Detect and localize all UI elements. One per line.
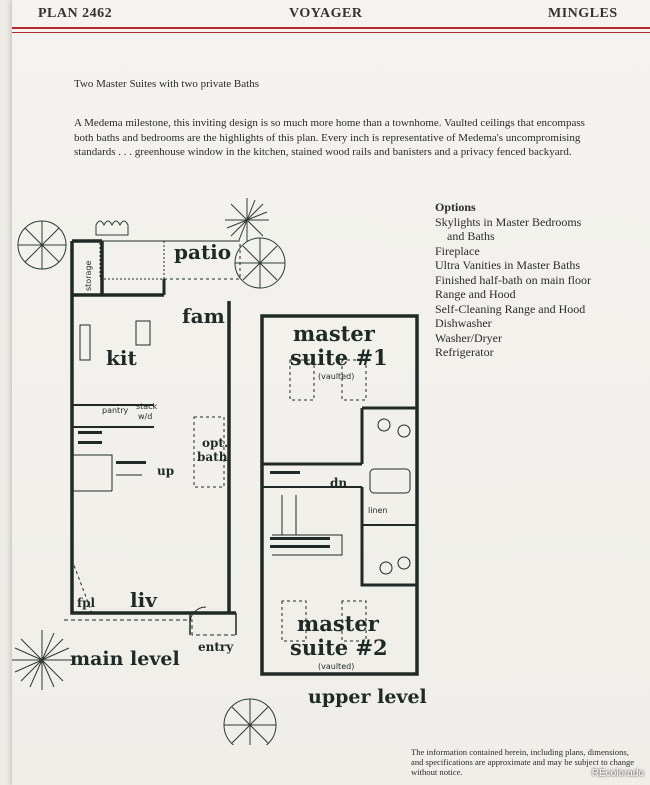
room-label-master-suite-2a: master <box>297 611 380 636</box>
plant-icon <box>12 630 72 690</box>
room-label-stack: stack <box>136 402 158 411</box>
room-label-bath: bath <box>197 450 228 464</box>
floor-plan: patio storage fam kit pantry stack w/d o… <box>12 198 427 745</box>
option-item: Finished half-bath on main floor <box>435 272 591 287</box>
brochure-page: PLAN 2462 VOYAGER MINGLES Two Master Sui… <box>12 0 650 785</box>
room-label-linen: linen <box>368 506 388 515</box>
level-label-main: main level <box>70 648 180 670</box>
option-item: Range and Hood <box>435 287 516 301</box>
room-label-pantry: pantry <box>102 406 128 415</box>
option-item: Ultra Vanities in Master Baths <box>435 258 581 272</box>
room-label-master-suite-1b: suite #1 <box>290 345 388 370</box>
description: A Medema milestone, this inviting design… <box>74 117 585 159</box>
options-heading: Options <box>435 200 476 214</box>
option-item: Refrigerator <box>435 345 494 359</box>
plant-icon <box>17 220 67 270</box>
model-name: VOYAGER <box>289 6 363 21</box>
options-list: Options Skylights in Master Bedrooms and… <box>435 200 591 360</box>
room-label-liv: liv <box>130 588 158 612</box>
watermark: REcolorado <box>591 768 644 779</box>
series-name: MINGLES <box>548 6 618 21</box>
stair-label-up: up <box>157 464 174 478</box>
room-label-wd: w/d <box>138 412 152 421</box>
subtitle: Two Master Suites with two private Baths <box>74 78 259 90</box>
room-label-entry: entry <box>198 640 234 654</box>
option-item: Skylights in Master Bedrooms <box>435 214 582 229</box>
plan-number: PLAN 2462 <box>38 6 113 21</box>
vaulted-note-2: (vaulted) <box>318 662 354 671</box>
room-label-fam: fam <box>182 304 225 328</box>
option-item: Washer/Dryer <box>435 330 503 345</box>
option-item: and Baths <box>447 229 495 243</box>
header-rule-top <box>12 27 650 29</box>
option-item: Fireplace <box>435 243 480 258</box>
shrub-icon <box>95 220 129 236</box>
vaulted-note-1: (vaulted) <box>318 372 354 381</box>
room-label-opt: opt. <box>202 436 228 450</box>
header-rule-bottom <box>12 32 650 33</box>
plant-icon <box>234 237 286 289</box>
stair-treads <box>78 431 330 548</box>
room-label-fpl: fpl <box>77 596 96 610</box>
room-label-storage: storage <box>84 261 93 291</box>
room-label-patio: patio <box>174 240 231 264</box>
option-item: Self-Cleaning Range and Hood <box>435 301 586 316</box>
room-label-kit: kit <box>106 346 137 370</box>
room-label-master-suite-1a: master <box>293 321 376 346</box>
level-label-upper: upper level <box>308 686 427 708</box>
room-label-master-suite-2b: suite #2 <box>290 635 388 660</box>
disclaimer: The information contained herein, includ… <box>411 747 635 777</box>
option-item: Dishwasher <box>435 316 492 330</box>
plant-icon <box>223 698 277 745</box>
stair-label-dn: dn <box>330 476 347 490</box>
plant-icon <box>225 198 269 242</box>
